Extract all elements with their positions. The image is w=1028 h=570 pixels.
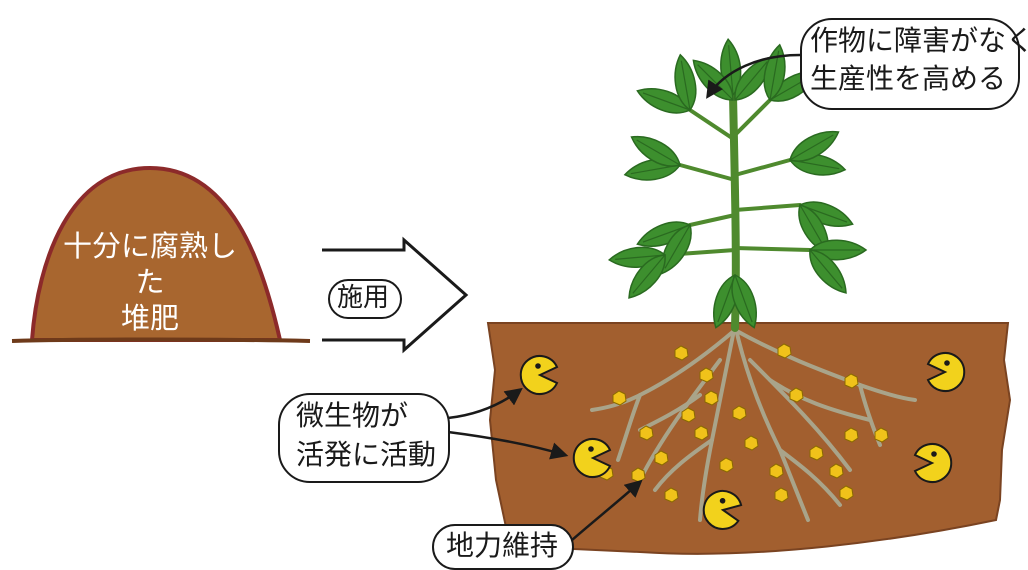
apply-label: 施用: [337, 281, 389, 315]
compost-label-line2: 堆肥: [50, 300, 250, 336]
crop-label-line2: 生産性を高める: [810, 62, 1006, 96]
microbe-label-line1: 微生物が: [296, 399, 408, 433]
compost-label-line1: 十分に腐熟した: [50, 228, 250, 300]
fertility-label: 地力維持: [446, 529, 558, 563]
compost-label: 十分に腐熟した 堆肥: [50, 228, 250, 336]
microbe-label-line2: 活発に活動: [296, 438, 436, 472]
crop-label-line1: 作物に障害がなく、: [810, 24, 1028, 58]
